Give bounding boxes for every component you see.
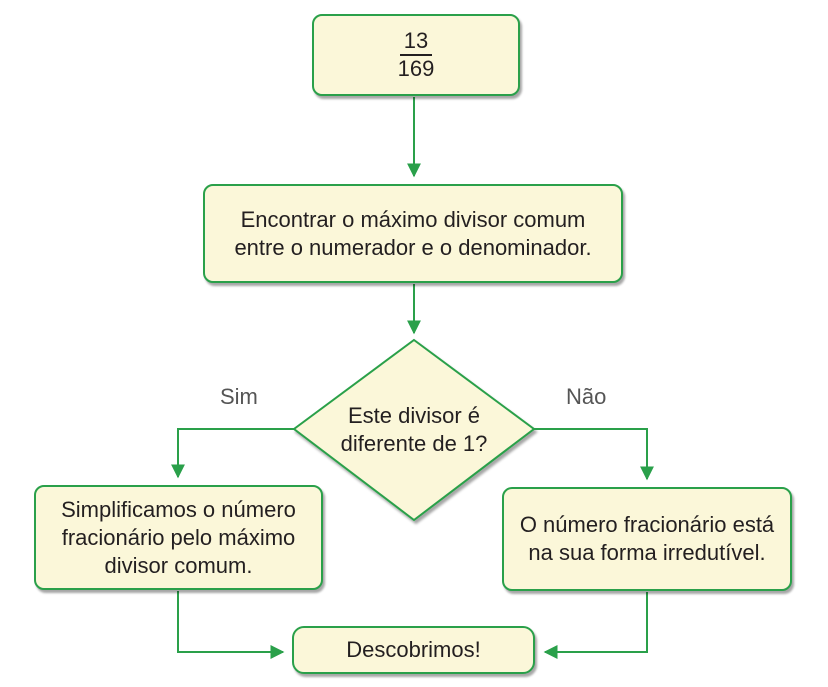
arrow-yes-to-end <box>177 591 285 659</box>
branch-label-yes: Sim <box>220 384 258 409</box>
decision-question: Este divisor é diferente de 1? <box>340 403 488 456</box>
end-box: Descobrimos! <box>292 626 535 674</box>
simplify-fraction-box: Simplificamos o número fracionário pelo … <box>34 485 323 590</box>
fraction-denominator: 169 <box>397 56 435 81</box>
decision-diamond <box>292 338 536 522</box>
arrow-yes-branch <box>171 428 294 479</box>
process-find-gcd-box: Encontrar o máximo divisor comum entre o… <box>203 184 623 283</box>
irreducible-fraction-box: O número fracionário está na sua forma i… <box>502 487 792 591</box>
branch-label-no: Não <box>566 384 607 409</box>
arrow-no-branch <box>534 428 654 481</box>
start-fraction-box: 13 169 <box>312 14 520 96</box>
fraction-numerator: 13 <box>399 29 433 56</box>
arrow-no-to-end <box>543 592 648 659</box>
fraction: 13 169 <box>394 29 439 81</box>
